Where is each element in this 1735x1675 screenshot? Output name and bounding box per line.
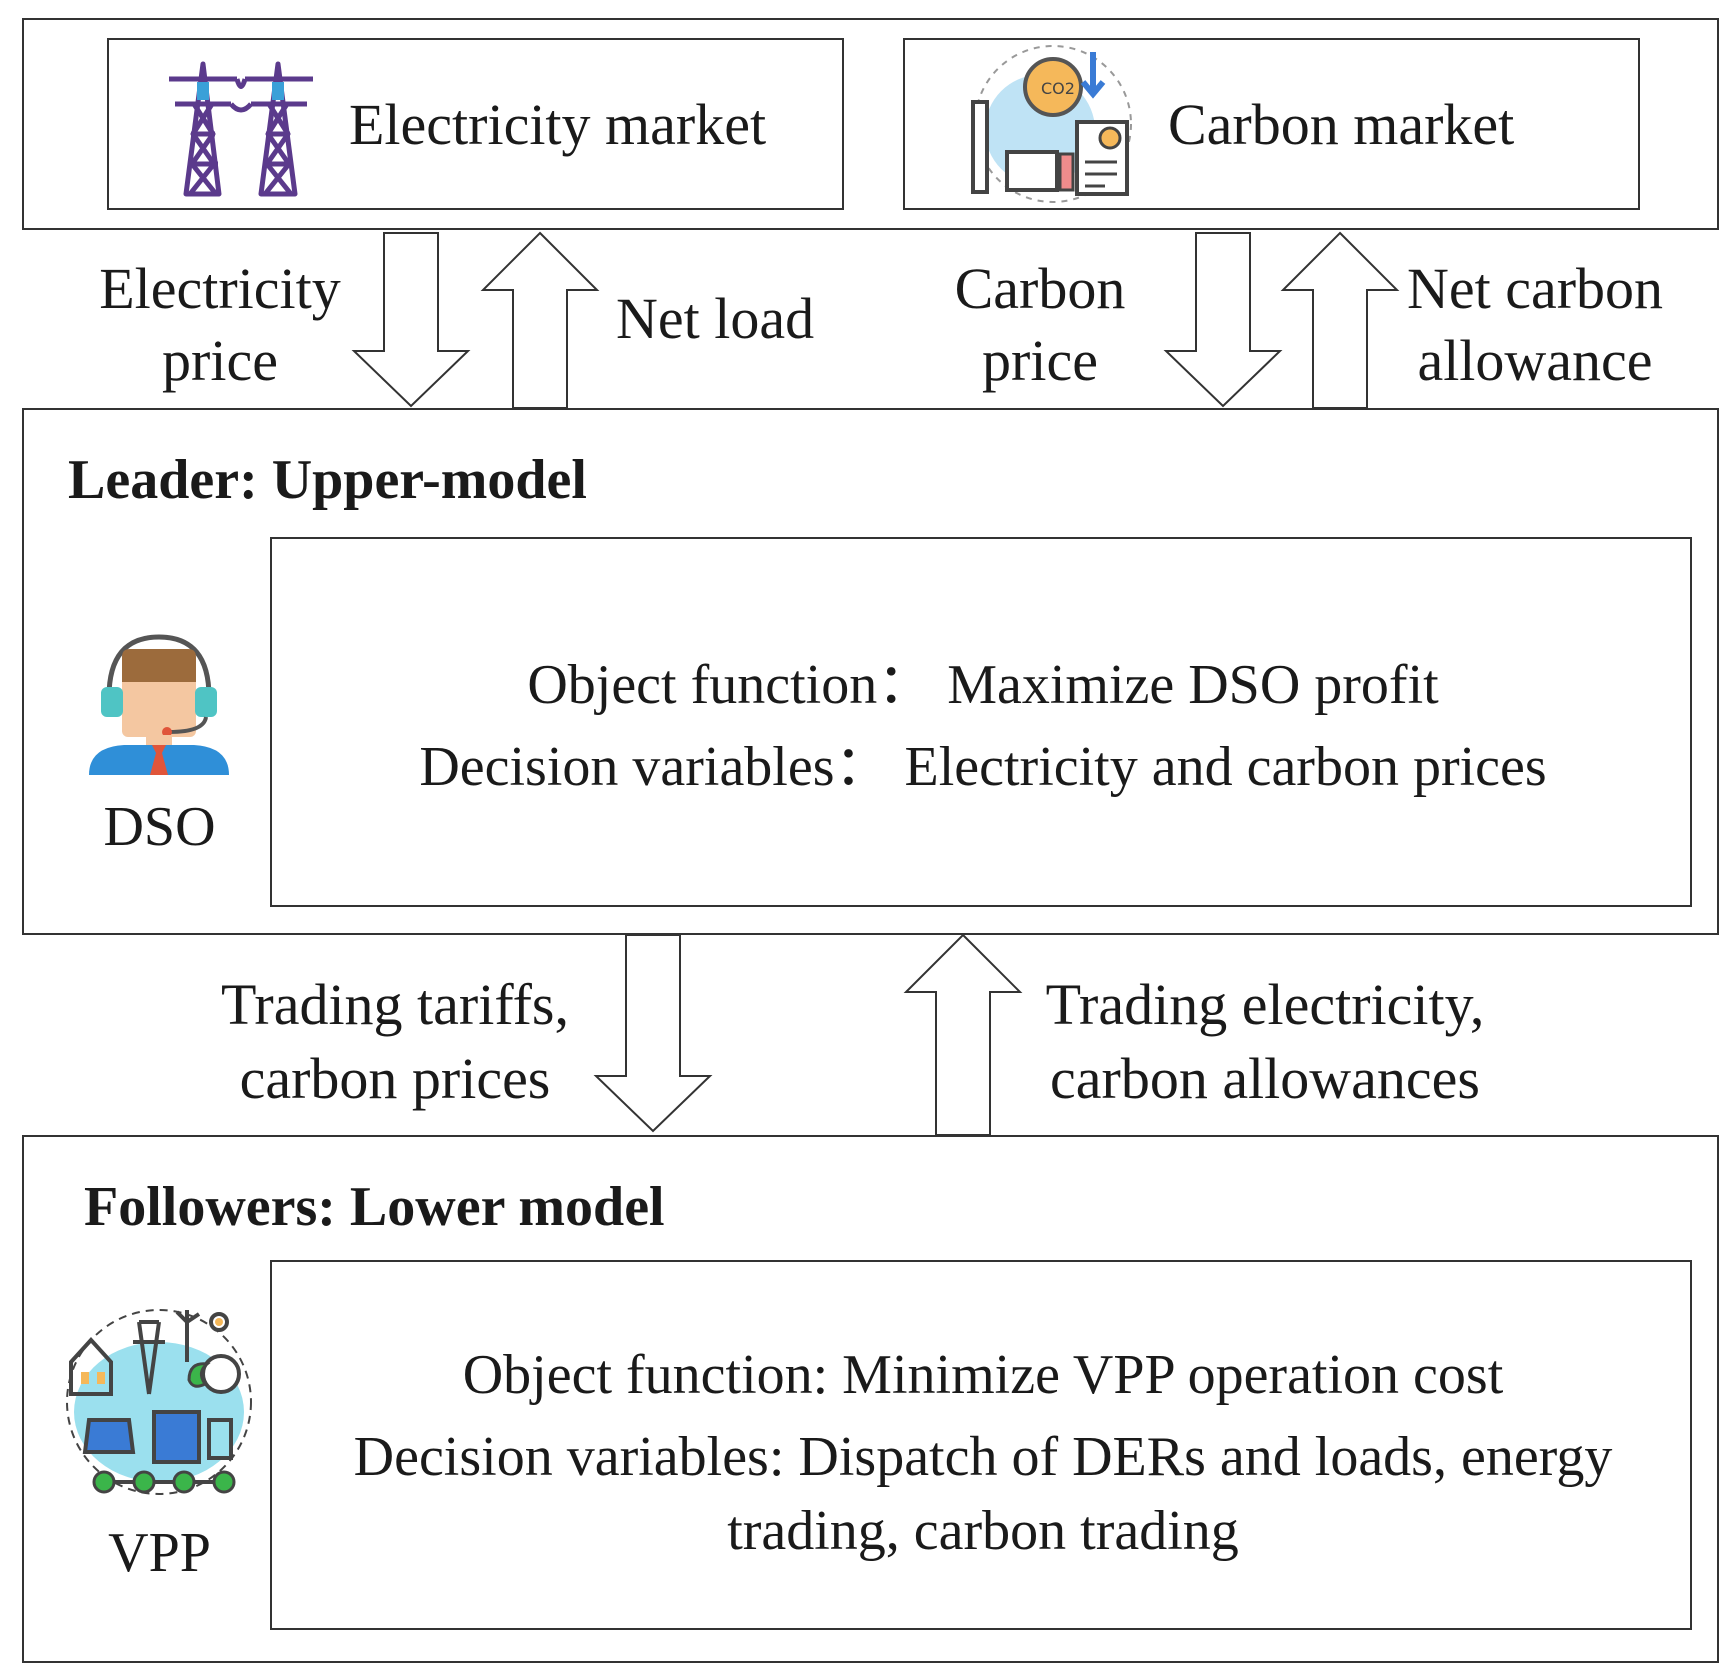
co2-carbon-icon: CO2: [971, 45, 1132, 203]
transmission-tower-icon: [169, 61, 313, 197]
trading-electricity-line1: Trading electricity,: [1045, 972, 1485, 1037]
net-carbon-allowance-label: Net carbon allowance: [1390, 253, 1680, 397]
electricity-price-arrow: [351, 232, 471, 408]
net-load-arrow: [480, 231, 600, 409]
electricity-market-label: Electricity market: [349, 92, 767, 157]
leader-title: Leader: Upper-model: [68, 449, 587, 511]
electricity-price-label: Electricity price: [80, 253, 360, 397]
dso-actor-cell: DSO: [49, 537, 272, 907]
leader-objective: Object function： Maximize DSO profit: [527, 654, 1439, 716]
followers-decision: Decision variables: Dispatch of DERs and…: [274, 1420, 1692, 1568]
carbon-price-label: Carbon price: [920, 253, 1160, 397]
carbon-price-arrow: [1163, 232, 1283, 408]
followers-panel: Followers: Lower model: [22, 1135, 1719, 1663]
leader-panel: Leader: Upper-model DSO Object function：…: [22, 408, 1719, 935]
trading-tariffs-line2: carbon prices: [239, 1046, 551, 1111]
trading-tariffs-arrow: [593, 934, 713, 1133]
trading-tariffs-label: Trading tariffs, carbon prices: [200, 968, 590, 1116]
trading-electricity-label: Trading electricity, carbon allowances: [1030, 968, 1500, 1116]
carbon-price-line2: price: [982, 328, 1098, 393]
followers-decision-line2: trading, carbon trading: [727, 1500, 1239, 1562]
vpp-actor-cell: VPP: [49, 1260, 272, 1630]
followers-content-box: VPP Object function: Minimize VPP operat…: [49, 1260, 1692, 1630]
operator-headset-icon: [89, 634, 229, 775]
carbon-price-line1: Carbon: [954, 256, 1126, 321]
electricity-price-line1: Electricity: [99, 256, 341, 321]
carbon-market-box: CO2 Carbon market: [903, 38, 1640, 210]
trading-electricity-line2: carbon allowances: [1050, 1046, 1480, 1111]
followers-decision-line1: Decision variables: Dispatch of DERs and…: [353, 1426, 1613, 1488]
trading-electricity-arrow: [903, 933, 1023, 1136]
leader-content-box: DSO Object function： Maximize DSO profit…: [49, 537, 1692, 907]
virtual-power-plant-icon: [66, 1309, 252, 1495]
electricity-market-box: Electricity market: [107, 38, 844, 210]
trading-tariffs-line1: Trading tariffs,: [221, 972, 569, 1037]
followers-objective: Object function: Minimize VPP operation …: [462, 1344, 1504, 1406]
dso-label: DSO: [103, 796, 216, 858]
carbon-market-label: Carbon market: [1168, 92, 1515, 157]
net-carbon-allowance-line1: Net carbon: [1406, 256, 1664, 321]
net-carbon-allowance-line2: allowance: [1417, 328, 1653, 393]
followers-title: Followers: Lower model: [84, 1176, 665, 1238]
net-carbon-allowance-arrow: [1280, 231, 1400, 409]
svg-text:CO2: CO2: [1041, 79, 1075, 98]
net-load-label: Net load: [616, 286, 815, 351]
leader-decision: Decision variables： Electricity and carb…: [419, 736, 1547, 798]
vpp-label: VPP: [108, 1522, 211, 1584]
electricity-price-line2: price: [162, 328, 278, 393]
